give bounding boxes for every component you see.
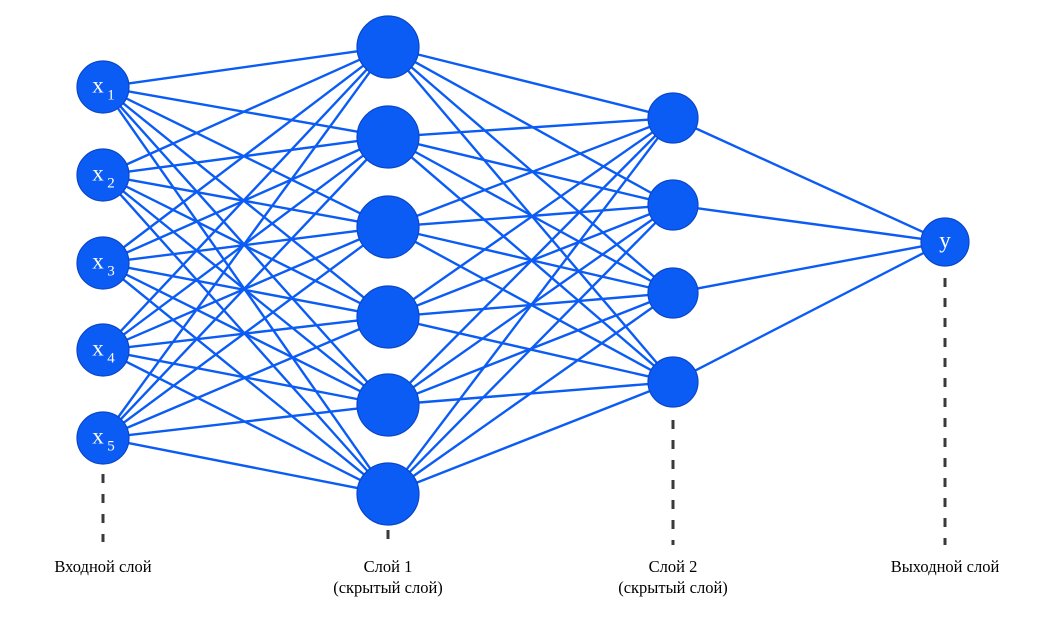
- connection-input-4-to-hidden-1-3: [126, 328, 360, 429]
- neuron-circle[interactable]: [76, 148, 130, 202]
- neuron-circle[interactable]: [356, 285, 420, 349]
- neuron-circle[interactable]: [356, 195, 420, 259]
- neuron-hidden-2-4[interactable]: [647, 356, 699, 408]
- connection-input-4-to-hidden-1-0: [117, 71, 371, 418]
- connection-input-4-to-hidden-1-1: [120, 158, 368, 420]
- connection-input-3-to-hidden-1-0: [119, 68, 368, 332]
- connection-input-4-to-hidden-1-4: [128, 407, 358, 437]
- neuron-label-subscript: 2: [107, 175, 115, 191]
- neuron-hidden-1-3[interactable]: [356, 195, 420, 259]
- connection-hidden-2-2-to-output-0: [697, 245, 922, 290]
- neuron-circle[interactable]: [356, 373, 420, 437]
- connection-hidden-1-3-to-hidden-2-3: [417, 322, 649, 378]
- caption-line-2: (скрытый слой): [333, 578, 443, 598]
- connection-hidden-1-2-to-hidden-2-0: [416, 125, 651, 218]
- connection-input-4-to-hidden-1-5: [128, 441, 358, 490]
- neuron-hidden-1-6[interactable]: [356, 462, 420, 526]
- connections-group: [116, 50, 925, 490]
- caption-line-1: Выходной слой: [890, 557, 1000, 576]
- neuron-circle[interactable]: [76, 236, 130, 290]
- neuron-label: x: [92, 72, 104, 97]
- neuron-label: x: [92, 335, 104, 360]
- neuron-hidden-2-1[interactable]: [647, 92, 699, 144]
- neuron-hidden-1-4[interactable]: [356, 285, 420, 349]
- connection-hidden-2-0-to-output-0: [695, 127, 924, 234]
- connection-hidden-1-5-to-hidden-2-3: [416, 390, 651, 484]
- connection-input-1-to-hidden-1-0: [126, 58, 361, 166]
- neuron-label-subscript: 3: [107, 263, 115, 279]
- connection-input-3-to-hidden-1-4: [128, 353, 358, 401]
- caption-hidden-1: Слой 1 (скрытый слой): [333, 556, 443, 598]
- neuron-circle[interactable]: [647, 267, 699, 319]
- connection-hidden-1-5-to-hidden-2-2: [412, 306, 654, 478]
- connection-input-4-to-hidden-1-2: [123, 244, 364, 424]
- neuron-circle[interactable]: [356, 462, 420, 526]
- neuron-circle[interactable]: [356, 15, 420, 79]
- connection-hidden-2-1-to-output-0: [697, 207, 922, 240]
- neuron-hidden-1-1[interactable]: [356, 15, 420, 79]
- connection-input-0-to-hidden-1-0: [128, 50, 358, 85]
- neuron-label-subscript: 4: [107, 350, 115, 366]
- caption-hidden-2: Слой 2 (скрытый слой): [618, 556, 728, 598]
- connection-hidden-1-0-to-hidden-2-0: [417, 53, 650, 114]
- connection-hidden-1-4-to-hidden-2-0: [408, 134, 657, 384]
- neuron-circle[interactable]: [76, 323, 130, 377]
- caption-line-1: Слой 1: [363, 557, 413, 576]
- neuron-circle[interactable]: [356, 105, 420, 169]
- caption-input: Входной слой: [54, 556, 151, 577]
- neuron-output-1[interactable]: y: [920, 217, 970, 267]
- neuron-circle[interactable]: [647, 179, 699, 231]
- connection-hidden-1-5-to-hidden-2-1: [408, 221, 657, 473]
- neuron-hidden-2-2[interactable]: [647, 179, 699, 231]
- connection-input-2-to-hidden-1-0: [122, 64, 365, 249]
- neuron-circle[interactable]: [76, 60, 130, 114]
- neuron-circle[interactable]: [920, 217, 970, 267]
- neuron-label-subscript: 5: [107, 438, 115, 454]
- caption-line-1: Входной слой: [54, 557, 152, 576]
- neuron-circle[interactable]: [647, 356, 699, 408]
- caption-line-2: (скрытый слой): [618, 578, 728, 598]
- neuron-hidden-1-2[interactable]: [356, 105, 420, 169]
- neuron-circle[interactable]: [76, 411, 130, 465]
- caption-line-1: Слой 2: [648, 557, 698, 576]
- neuron-label: x: [92, 423, 104, 448]
- caption-output: Выходной слой: [891, 556, 1000, 577]
- connection-hidden-1-5-to-hidden-2-0: [405, 137, 659, 471]
- neuron-circle[interactable]: [647, 92, 699, 144]
- neuron-label: x: [92, 248, 104, 273]
- connection-hidden-1-1-to-hidden-2-0: [418, 118, 649, 137]
- neuron-label: y: [939, 227, 951, 252]
- neuron-label: x: [92, 160, 104, 185]
- layer-dividers-group: [101, 278, 947, 545]
- connection-hidden-1-3-to-hidden-2-2: [418, 293, 649, 316]
- neuron-hidden-2-3[interactable]: [647, 267, 699, 319]
- connection-hidden-2-3-to-output-0: [694, 251, 925, 372]
- connection-hidden-1-3-to-hidden-2-0: [412, 131, 654, 301]
- neuron-label-subscript: 1: [107, 87, 115, 103]
- connection-hidden-1-4-to-hidden-2-3: [418, 382, 649, 404]
- neuron-hidden-1-5[interactable]: [356, 373, 420, 437]
